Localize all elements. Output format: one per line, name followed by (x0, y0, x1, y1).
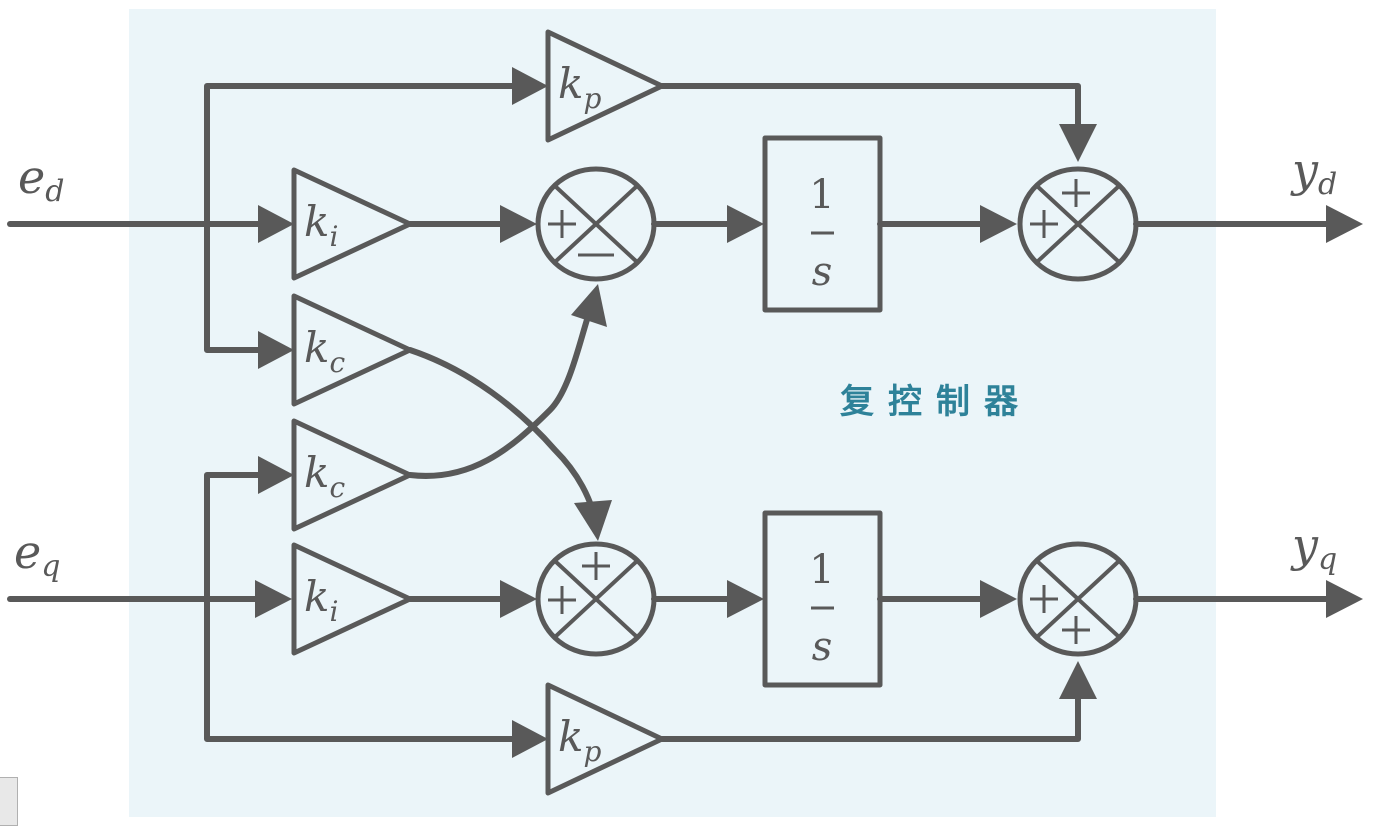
sum-q1-input-arrow (500, 580, 537, 618)
int-d-input-arrow (727, 205, 764, 243)
svg-text:kc: kc (304, 323, 345, 379)
ed-to-kc-line (204, 221, 265, 353)
gain-kp-q: kp (545, 682, 665, 796)
gain-ki-d-base: k (304, 197, 329, 246)
input-eq-sub: q (41, 549, 60, 584)
input-eq-label: eq (14, 525, 60, 584)
svg-text:ki: ki (304, 572, 338, 628)
ki-d-input-arrow (258, 205, 294, 243)
svg-text:kc: kc (304, 448, 345, 504)
integrator-q-numerator: 1 (809, 547, 834, 593)
integrator-q-denominator: s (812, 624, 833, 670)
gain-ki-d-sub: i (329, 220, 338, 253)
sum-q2-bottom-arrow (1059, 661, 1097, 699)
gain-kc-d: kc (291, 293, 413, 407)
plus-sign-icon (582, 552, 610, 580)
sum-d1-input-arrow (500, 205, 537, 243)
kp-q-input-arrow (512, 720, 548, 758)
output-yq-label: yq (1290, 518, 1337, 577)
output-yd-label: yd (1290, 143, 1337, 202)
svg-text:kp: kp (558, 712, 601, 768)
sum-q1-top-arrow (574, 500, 612, 541)
gain-kc-q-sub: c (329, 471, 345, 504)
gain-kp-q-sub: p (583, 735, 601, 768)
gain-ki-d: ki (291, 167, 413, 281)
gain-kp-d-sub: p (583, 82, 601, 115)
controller-title: 复控制器 (840, 382, 1032, 422)
sum-q2-input-arrow (980, 580, 1017, 618)
side-panel-tab[interactable] (0, 777, 18, 826)
eq-to-kp-line (204, 596, 518, 742)
yd-output-arrow (1326, 205, 1363, 243)
yq-output-arrow (1326, 580, 1363, 618)
gain-kp-d: kp (545, 29, 665, 143)
ki-q-input-arrow (255, 580, 292, 618)
svg-text:kp: kp (558, 59, 601, 115)
output-yd-sub: d (1318, 167, 1337, 202)
eq-to-kc-line (204, 472, 265, 602)
gain-kc-q: kc (291, 418, 413, 532)
plus-sign-icon (548, 210, 576, 238)
sum-d1-bottom-arrow (571, 284, 607, 327)
integrator-q: 1 s (762, 510, 883, 688)
gain-kp-q-base: k (558, 712, 583, 761)
kp-d-output-line (659, 83, 1081, 133)
plus-sign-icon (1030, 210, 1058, 238)
gain-kc-d-sub: c (329, 346, 345, 379)
int-q-input-arrow (727, 580, 764, 618)
input-ed-sub: d (45, 174, 64, 209)
plus-sign-icon (1030, 585, 1058, 613)
gain-ki-q: ki (291, 542, 413, 656)
kc-q-to-sum-d1-curve (407, 307, 593, 479)
kc-d-to-sum-q1-curve (407, 347, 597, 518)
gain-ki-q-base: k (304, 572, 329, 621)
input-ed-label: ed (18, 150, 64, 209)
plus-sign-icon (1062, 616, 1090, 644)
controller-panel (129, 9, 1216, 817)
ed-to-kp-line (204, 83, 518, 227)
plus-sign-icon (1062, 179, 1090, 207)
kp-q-output-line (659, 692, 1081, 742)
gain-kc-q-base: k (304, 448, 329, 497)
gain-kc-d-base: k (304, 323, 329, 372)
svg-text:ki: ki (304, 197, 338, 253)
integrator-d-denominator: s (812, 249, 833, 295)
kc-q-input-arrow (258, 456, 294, 494)
kc-d-input-arrow (258, 331, 294, 369)
sum-d2-top-arrow (1059, 124, 1097, 162)
sum-d2-input-arrow (980, 205, 1017, 243)
kp-d-input-arrow (512, 67, 548, 105)
integrator-d-numerator: 1 (809, 172, 834, 218)
plus-sign-icon (548, 586, 576, 614)
gain-kp-d-base: k (558, 59, 583, 108)
gain-ki-q-sub: i (329, 595, 338, 628)
output-yq-sub: q (1318, 542, 1337, 577)
